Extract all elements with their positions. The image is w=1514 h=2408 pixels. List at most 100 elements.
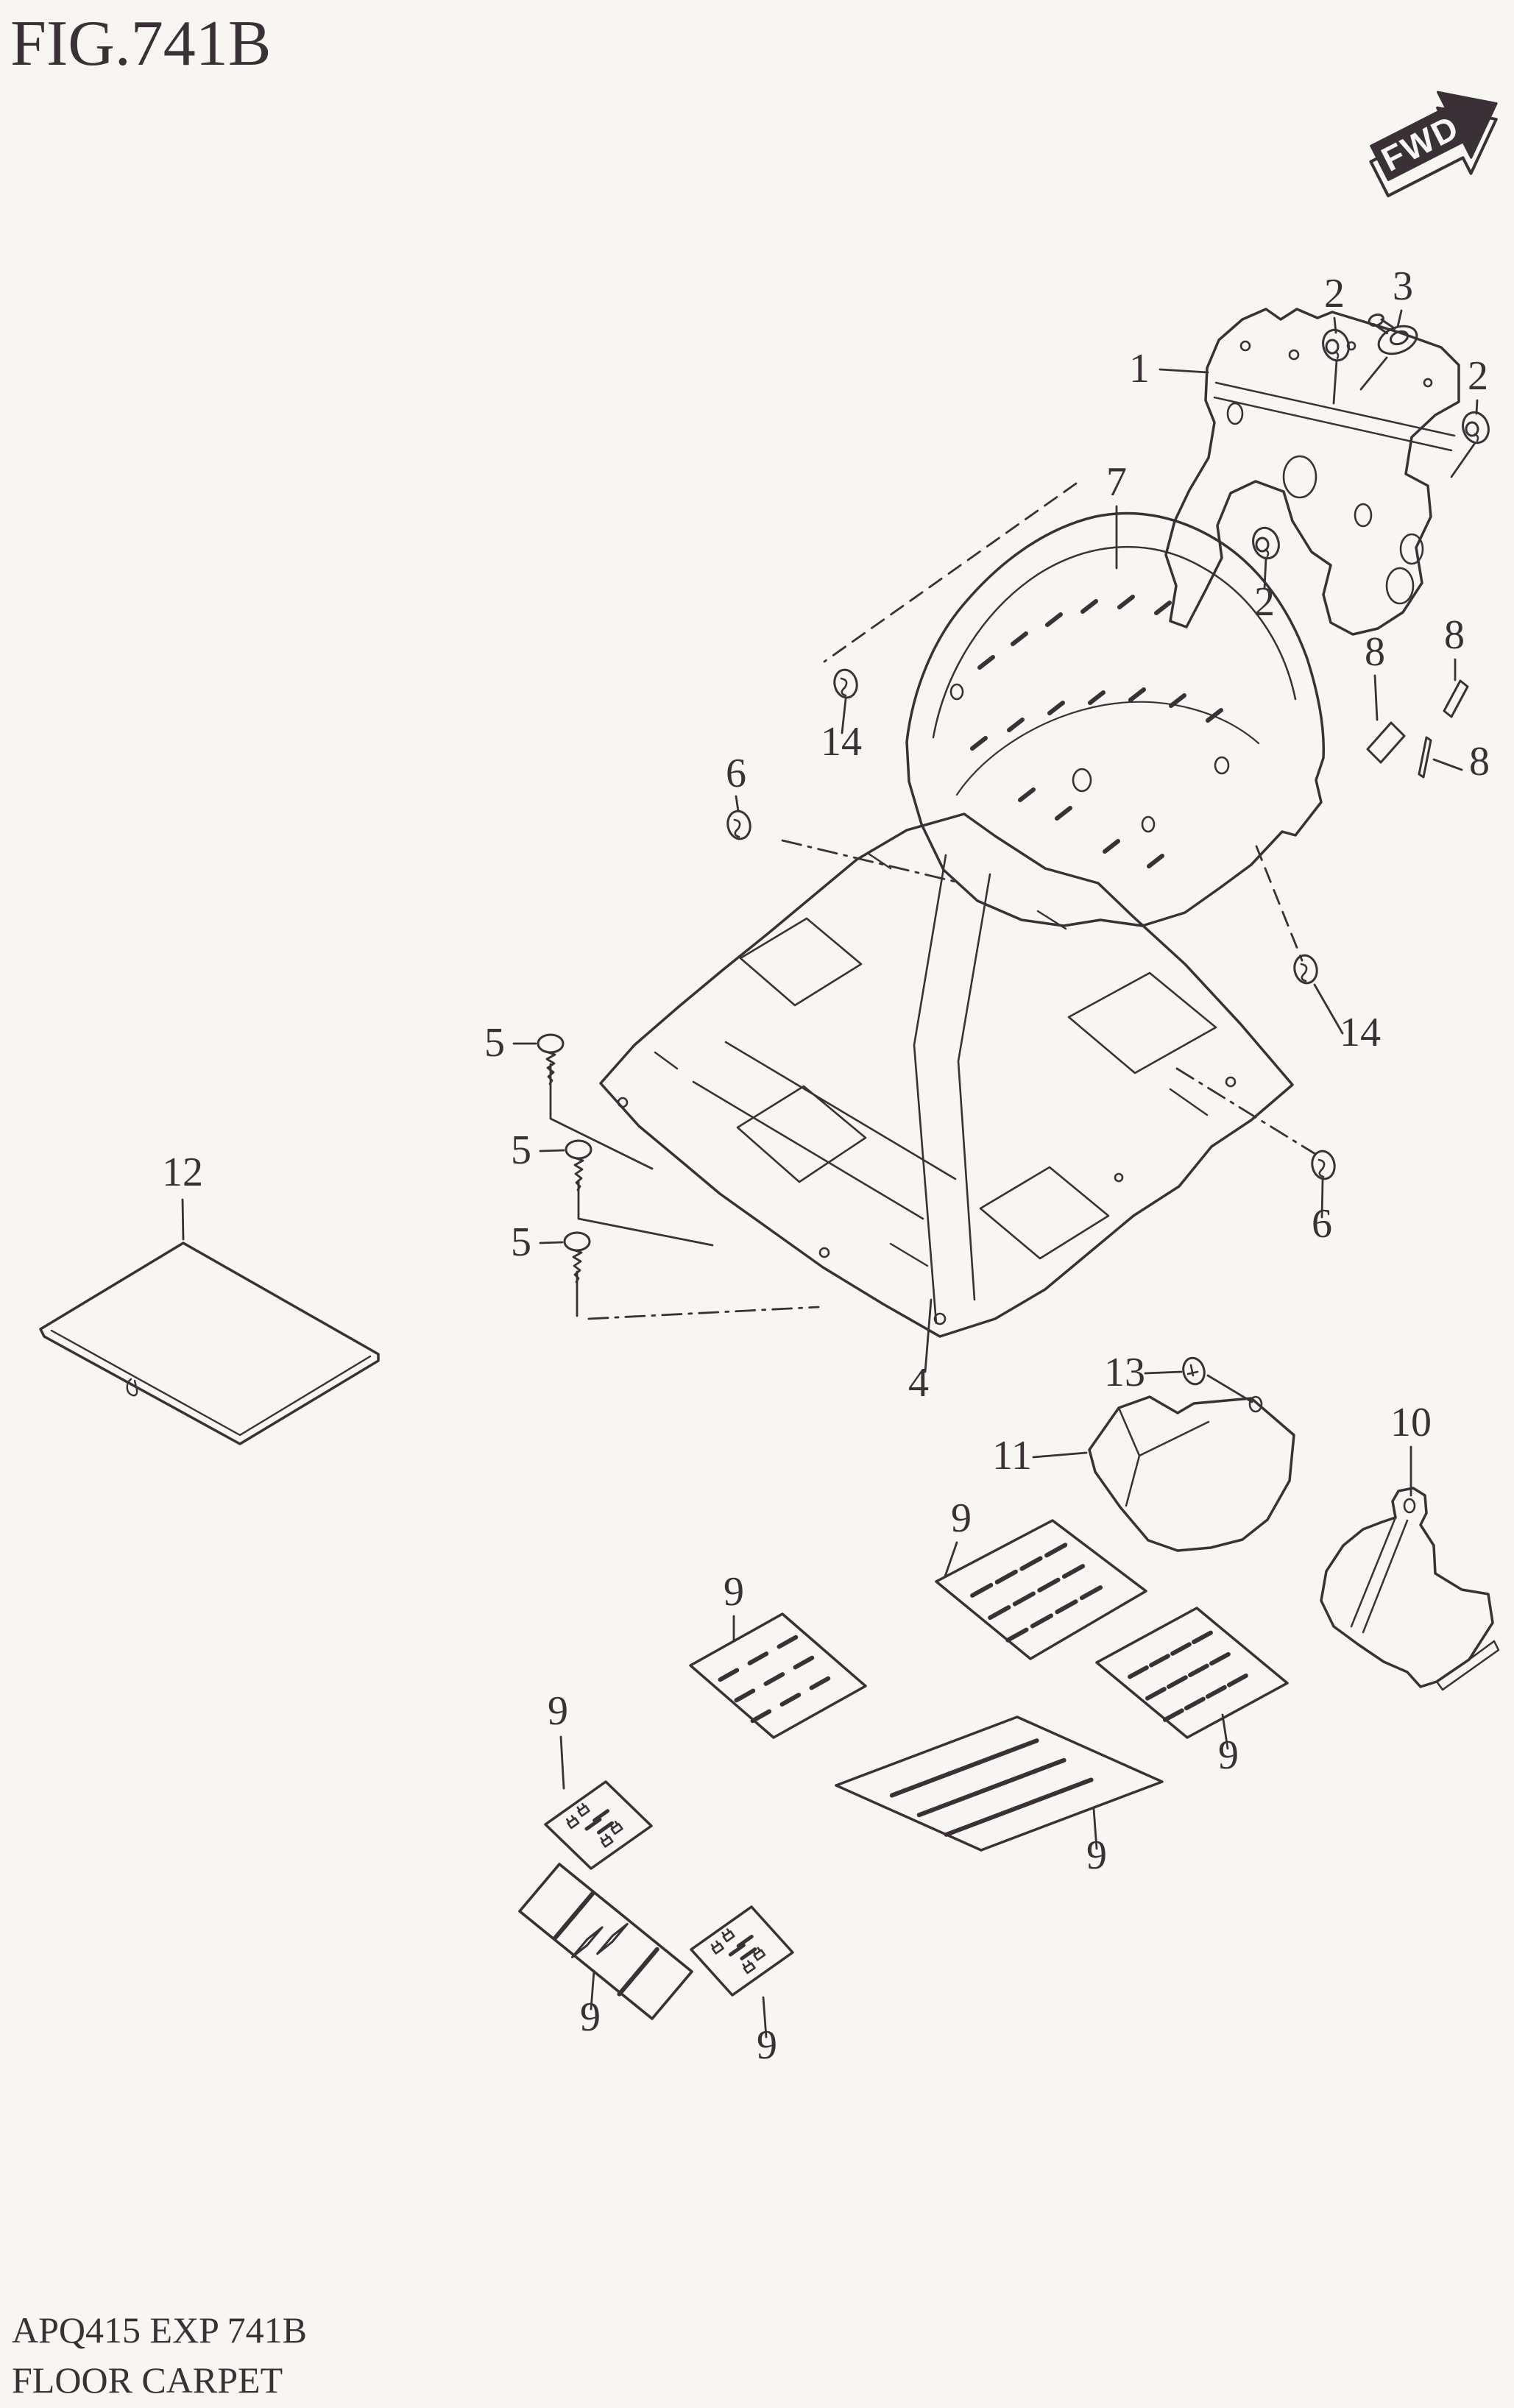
leader-line [1032,1451,1088,1459]
silencer-slit [1045,612,1063,627]
hole [1239,340,1251,352]
callout-label-9-22: 9 [724,1569,744,1615]
pad-slot [1170,1642,1192,1656]
diagram-line-art [39,308,1500,2039]
leader-line [762,1996,768,2039]
side-trim-pad-fold [1350,1516,1409,1634]
leader-line [1320,1179,1324,1219]
construction-line [1206,1374,1253,1403]
hole [1288,349,1300,361]
pad-slot [642,1947,659,1966]
pad-slot [578,1891,595,1911]
callout-label-10-20: 10 [1390,1400,1432,1445]
floor-pad [1095,1607,1289,1739]
construction-line [1450,442,1476,478]
pad-slot [1005,1627,1029,1643]
silencer-slit [1080,599,1098,614]
hole [1385,567,1415,605]
luggage-board-clip [126,1378,138,1397]
hole [818,1247,830,1258]
pad-slot [976,1749,1011,1765]
silencer-slit [1007,718,1025,732]
silencer-patch [1366,721,1406,764]
pad-slot [1128,1665,1149,1679]
pad-slot [1044,1543,1068,1558]
figure-title: FIG.741B [10,8,272,79]
construction-line [1175,1067,1317,1155]
carpet-footwell-fr [979,1166,1110,1260]
leader-line [1373,674,1379,721]
hole [933,1312,947,1325]
pad-slot [1145,1687,1167,1701]
pad-slot [1061,1564,1086,1579]
pad-slot [1205,1685,1227,1699]
floor-pad [544,1780,653,1870]
leader-line [1263,556,1267,590]
clip-icon [1293,954,1318,985]
pad-slot [889,1782,924,1798]
hole [617,1097,629,1108]
silencer-slit [1018,787,1036,802]
callout-label-9-27: 9 [757,2022,777,2068]
pad-stud [742,1960,756,1975]
luggage-board-rim [50,1329,372,1437]
pad-slot [809,1676,831,1690]
callout-label-2-1: 2 [1324,271,1345,316]
pad-slot [1002,1799,1036,1816]
pad-slot [1033,1757,1066,1774]
callout-label-6-12: 6 [1312,1201,1332,1247]
leader-line [1221,1713,1229,1750]
pad-slot [970,1582,994,1598]
pad-slot [1060,1777,1094,1793]
leader-line [1092,1807,1098,1850]
pad-slot [1005,1738,1039,1754]
silencer-slit [970,736,988,751]
silencer-slit [1117,595,1135,609]
leader-line [590,1969,595,2011]
carpet-crossrail [692,1041,957,1220]
grommet-icon [1322,328,1350,362]
construction-line [1359,356,1388,391]
callout-label-8-6: 8 [1365,629,1385,675]
pad-stud [600,1833,614,1848]
pad-slot [1188,1663,1209,1678]
footer-part-code: APQ415 EXP 741B [12,2309,307,2351]
pad-stud [576,1802,590,1817]
hole [1214,756,1230,775]
pad-slot [1162,1708,1184,1722]
pad-slot [750,1709,772,1724]
floor-pad [689,1612,867,1739]
pad-slot [988,1605,1011,1621]
floor-pad [835,1715,1164,1852]
pad-slot [919,1771,952,1787]
callout-label-7-5: 7 [1106,459,1127,505]
pad-slot [763,1672,785,1686]
dash-panel-rail [1213,381,1456,452]
callout-label-1-0: 1 [1129,346,1150,392]
pad-hole [596,1922,629,1955]
dash-silencer [905,511,1326,927]
pad-slot [944,1821,978,1837]
screw-icon [537,1033,565,1086]
callout-label-14-9: 14 [821,719,862,765]
construction-line [781,839,957,883]
silencer-slit [1147,854,1164,868]
carpet-footwell-fl [736,1085,867,1183]
pad-slot [777,1635,799,1649]
construction-line [577,1179,714,1247]
pad-slot [793,1655,815,1670]
pad-slot [974,1780,1008,1796]
hole [949,683,964,701]
clip-icon [1311,1150,1336,1180]
carpet-footwell-rr [1067,971,1217,1074]
footer-part-name: FLOOR CARPET [12,2359,283,2401]
screw-icon [565,1139,592,1191]
hole [1403,1498,1416,1514]
callout-label-9-26: 9 [580,1994,601,2040]
leader-line [1432,758,1463,771]
callout-label-4-17: 4 [908,1360,929,1406]
leader-line [1396,309,1403,328]
leader-line [841,698,847,734]
callout-label-5-14: 5 [511,1127,531,1173]
